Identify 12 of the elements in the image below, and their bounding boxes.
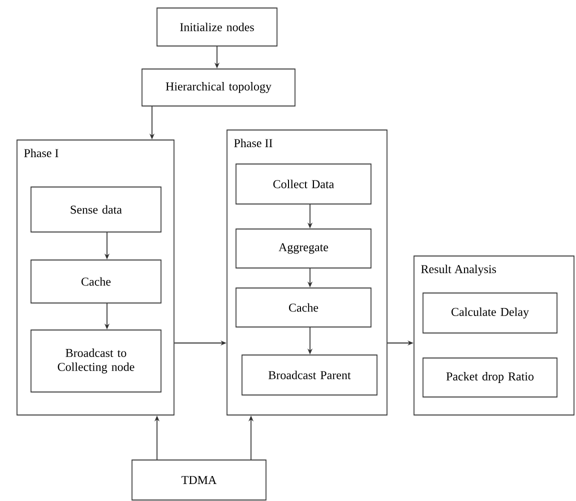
process-box: Cache — [236, 288, 372, 328]
process-box: Initialize nodes — [156, 8, 278, 46]
process-box: Calculate Delay — [422, 292, 558, 334]
process-box: Sense data — [30, 186, 162, 232]
process-box: Broadcast Parent — [242, 354, 378, 396]
process-box: Broadcast to Collecting node — [30, 330, 162, 392]
process-box: Aggregate — [236, 228, 372, 268]
process-box: TDMA — [132, 460, 266, 500]
process-box: Packet drop Ratio — [422, 358, 558, 398]
process-box: Collect Data — [236, 164, 372, 204]
process-box: Cache — [30, 260, 162, 304]
process-box: Hierarchical topology — [142, 68, 296, 106]
